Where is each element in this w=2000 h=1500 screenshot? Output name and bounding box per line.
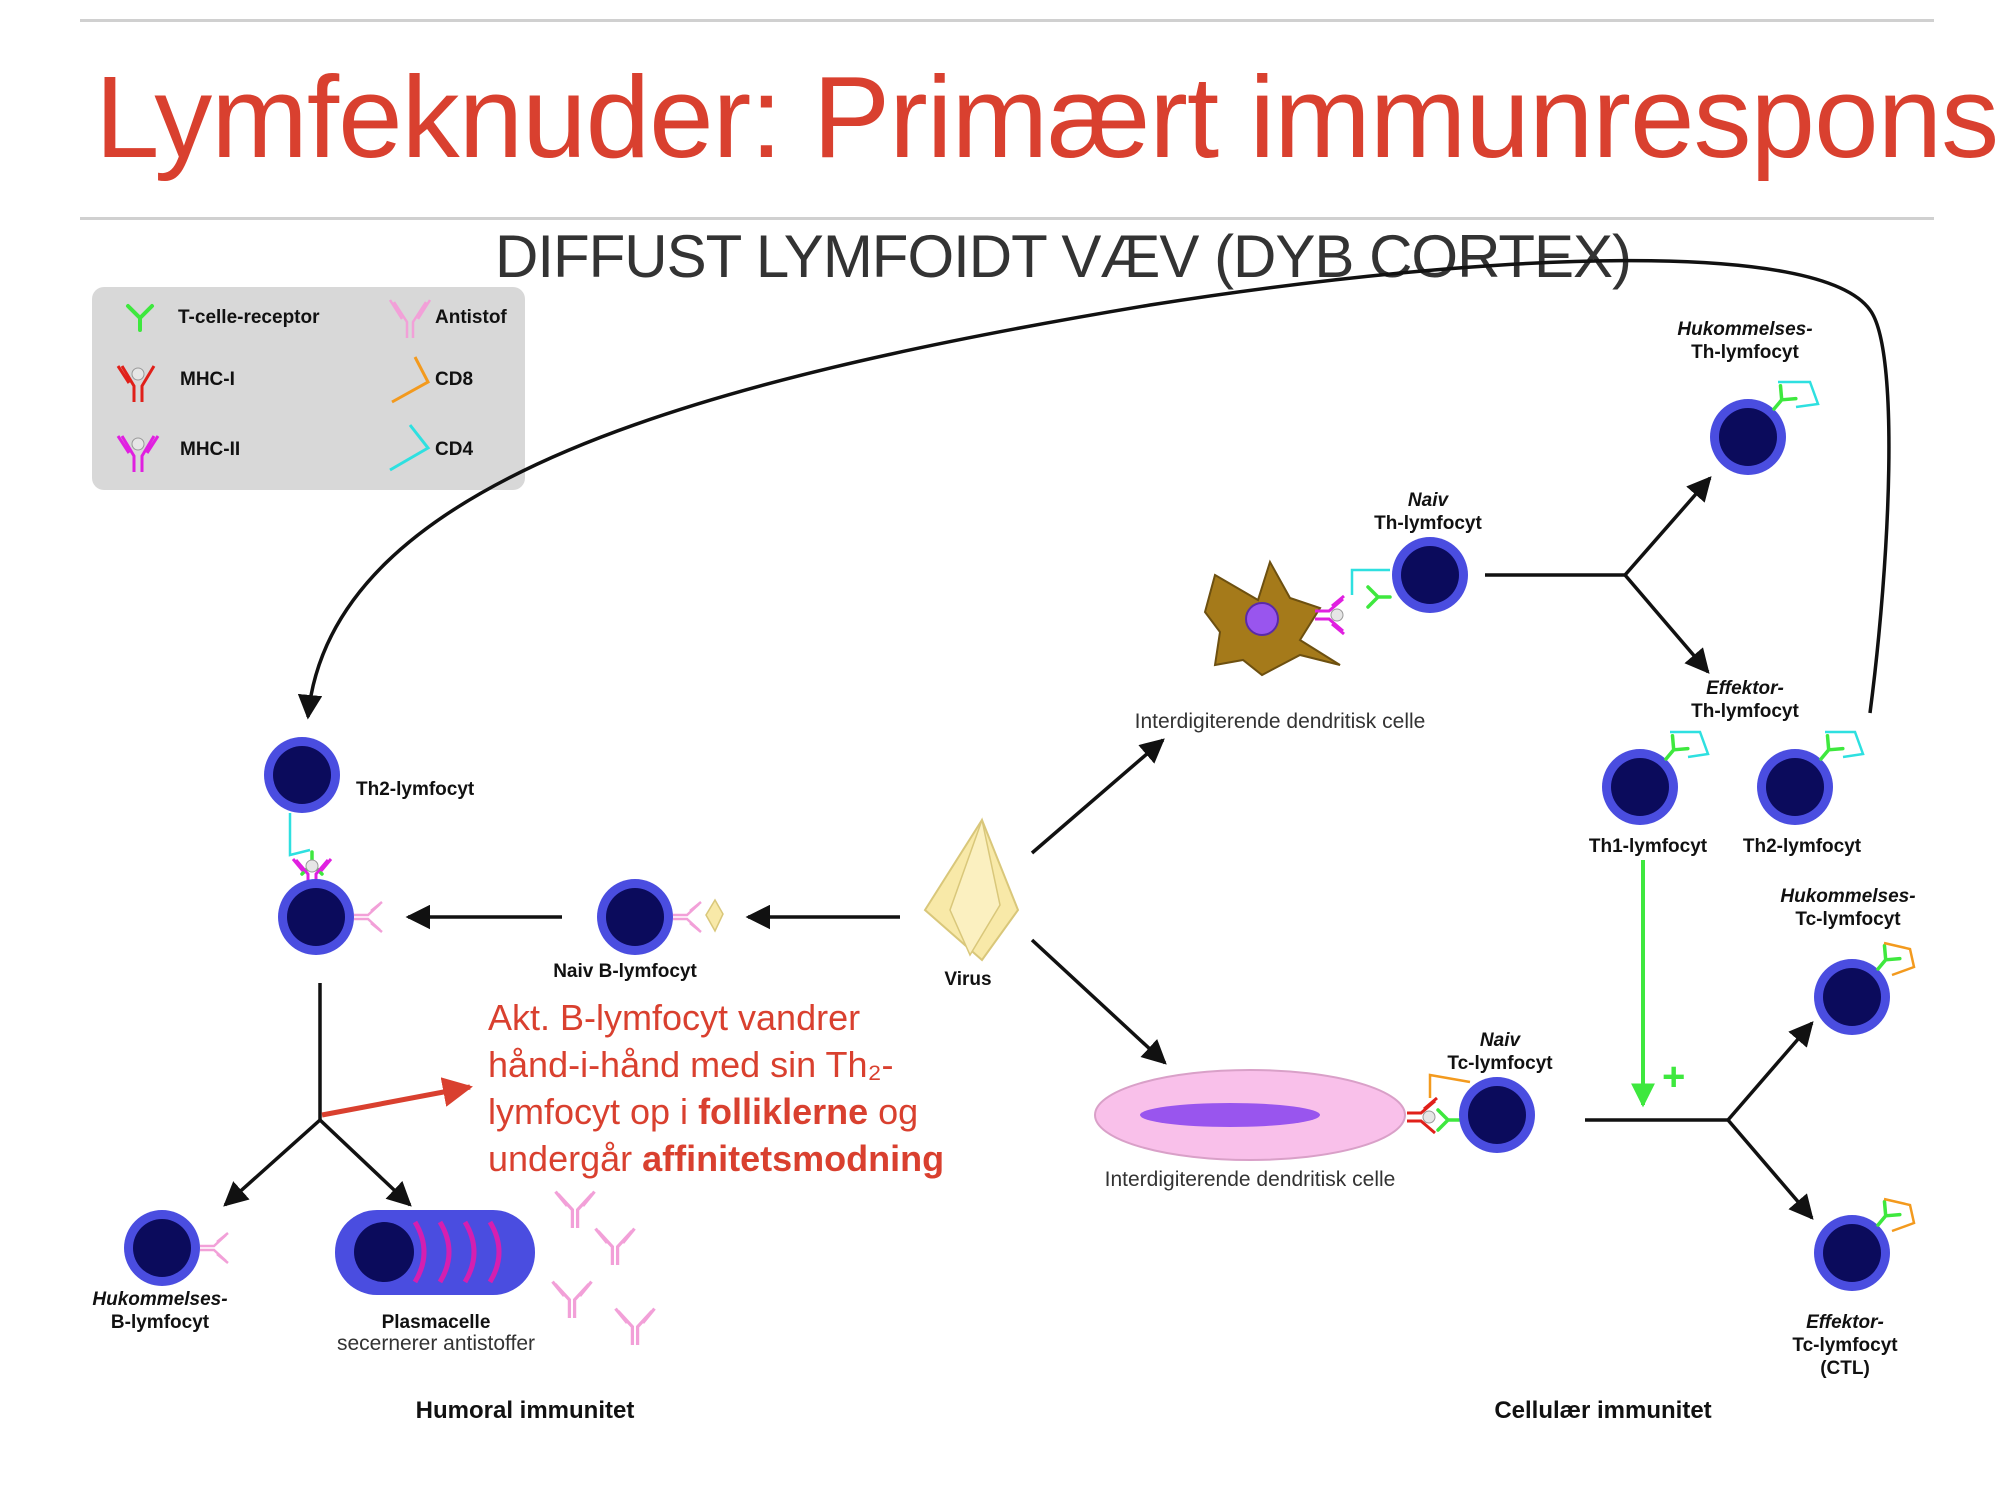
th2-left-cd4 (288, 813, 311, 857)
naive-th-cell (1392, 537, 1468, 613)
dc-top-mhc2 (1313, 594, 1346, 636)
antibody-icon (388, 299, 432, 338)
dc-bottom-mhc1 (1405, 1096, 1439, 1135)
plasma-cell (335, 1210, 535, 1295)
arrow-to-effector-tc (1726, 1118, 1814, 1220)
mhc2-icon (116, 435, 160, 472)
legend-box (92, 287, 525, 490)
naive-th-label-1: Naiv (1408, 490, 1450, 511)
note-line-1: Akt. B-lymfocyt vandrer (488, 997, 860, 1038)
memory-th-cell (1710, 380, 1820, 475)
legend: T-celle-receptor MHC-I MHC-II Antistof C… (92, 287, 525, 490)
plasma-label-1: Plasmacelle (382, 1312, 491, 1333)
effector-tc-label-3: (CTL) (1820, 1358, 1870, 1379)
memory-b-label-2: B-lymfocyt (111, 1312, 210, 1333)
arrow-to-memory-tc (1726, 1021, 1814, 1122)
naive-th-label-2: Th-lymfocyt (1374, 513, 1482, 534)
subtitle: DIFFUST LYMFOIDT VÆV (DYB CORTEX) (495, 223, 1631, 290)
virus-icon (923, 817, 1020, 962)
th2-right-label: Th2-lymfocyt (1743, 836, 1862, 857)
arrow-to-memory-b (223, 1118, 322, 1207)
legend-cd4-label: CD4 (435, 439, 473, 460)
memory-th-label-1: Hukommelses- (1677, 319, 1812, 340)
arrow-to-plasma (318, 1118, 412, 1207)
memory-b-cell (124, 1210, 230, 1286)
title-rule (80, 217, 1934, 220)
memory-tc-cell (1814, 941, 1916, 1035)
naive-b-cell (597, 879, 724, 955)
legend-antibody-label: Antistof (435, 307, 507, 328)
th1-cell (1602, 730, 1710, 825)
naive-tc-cd8 (1428, 1073, 1471, 1098)
naive-tc-label-2: Tc-lymfocyt (1447, 1053, 1553, 1074)
naive-b-label: Naiv B-lymfocyt (553, 961, 697, 982)
memory-tc-label-2: Tc-lymfocyt (1795, 909, 1901, 930)
mhc1-icon (116, 365, 156, 402)
cd4-icon (389, 424, 431, 472)
naive-tc-label-1: Naiv (1480, 1030, 1522, 1051)
note: Akt. B-lymfocyt vandrer hånd-i-hånd med … (488, 997, 944, 1179)
arrow-to-follicles (321, 1077, 473, 1118)
effector-th-label-2: Th-lymfocyt (1691, 701, 1799, 722)
arrow-virus-to-dc-bottom (1030, 938, 1167, 1065)
legend-tcr-label: T-celle-receptor (178, 307, 320, 328)
dc-bottom-label: Interdigiterende dendritisk celle (1105, 1168, 1396, 1191)
note-line-4: undergår affinitetsmodning (488, 1138, 944, 1179)
arrow-virus-to-dc-top (1030, 738, 1165, 855)
naive-th-cd4 (1350, 568, 1390, 595)
effector-tc-label-2: Tc-lymfocyt (1792, 1335, 1898, 1356)
effector-tc-label-1: Effektor- (1806, 1312, 1884, 1333)
legend-mhc2-label: MHC-II (180, 439, 240, 460)
dendritic-top-nucleus (1245, 602, 1279, 636)
memory-b-label-1: Hukommelses- (92, 1289, 227, 1310)
naive-tc-tcr (1436, 1108, 1462, 1132)
activated-b-cell (278, 879, 384, 955)
plasma-label-2: secernerer antistoffer (337, 1332, 535, 1355)
dendritic-cell-bottom (1094, 1069, 1406, 1161)
th1-label: Th1-lymfocyt (1589, 836, 1708, 857)
feedback-arrow (297, 258, 1891, 720)
memory-th-label-2: Th-lymfocyt (1691, 342, 1799, 363)
naive-tc-cell (1459, 1077, 1535, 1153)
top-rule (80, 19, 1934, 22)
legend-cd8-label: CD8 (435, 369, 473, 390)
slide-title: Lymfeknuder: Primært immunrespons (95, 52, 1999, 182)
tcr-icon (126, 304, 154, 332)
cellular-label: Cellulær immunitet (1494, 1397, 1711, 1424)
dc-top-label: Interdigiterende dendritisk celle (1135, 710, 1426, 733)
arrow-to-memory-th (1623, 476, 1712, 577)
th2-left-label: Th2-lymfocyt (356, 779, 475, 800)
th2-left-cell (264, 737, 340, 813)
plus-sign: + (1662, 1055, 1685, 1099)
cd8-icon (391, 356, 431, 404)
humoral-label: Humoral immunitet (416, 1397, 635, 1424)
secreted-antibodies (550, 1189, 657, 1347)
memory-tc-label-1: Hukommelses- (1780, 886, 1915, 907)
arrow-to-effector-th (1623, 573, 1710, 674)
legend-mhc1-label: MHC-I (180, 369, 235, 390)
note-line-2: hånd-i-hånd med sin Th₂- (488, 1044, 894, 1085)
effector-tc-cell (1814, 1197, 1916, 1291)
naive-th-tcr (1366, 585, 1392, 609)
note-line-3: lymfocyt op i folliklerne og (488, 1091, 918, 1132)
th2-right-cell (1757, 730, 1865, 825)
virus-label: Virus (944, 969, 991, 990)
effector-th-label-1: Effektor- (1706, 678, 1784, 699)
